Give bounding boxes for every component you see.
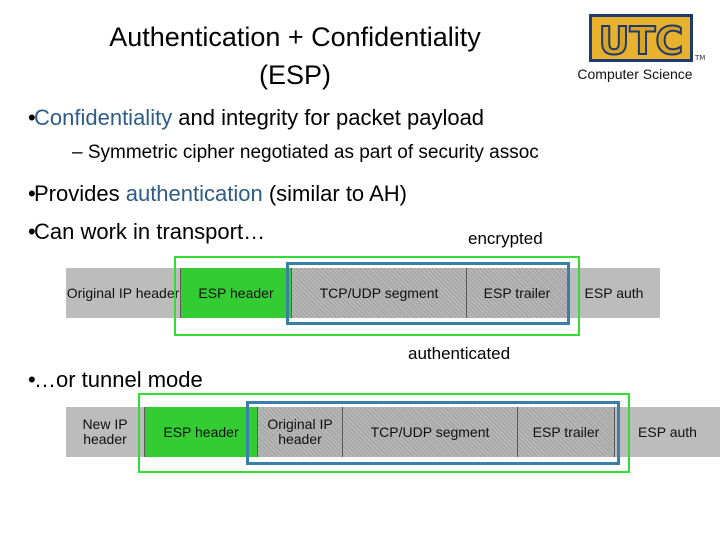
bullet-4-text: …or tunnel mode bbox=[34, 367, 203, 392]
tunnel-original-ip-header: Original IP header bbox=[258, 407, 342, 457]
transport-encrypted-box bbox=[286, 262, 570, 325]
bullet-2-before: Provides bbox=[34, 181, 126, 206]
bullet-authentication: •Provides authentication (similar to AH) bbox=[28, 181, 407, 206]
transport-original-ip-header: Original IP header bbox=[66, 268, 180, 318]
title-line-1: Authentication + Confidentiality bbox=[109, 22, 481, 52]
transport-esp-header: ESP header bbox=[181, 268, 291, 318]
field-divider bbox=[144, 407, 145, 457]
tunnel-esp-header: ESP header bbox=[145, 407, 257, 457]
field-divider bbox=[342, 407, 343, 457]
tunnel-encrypted-box bbox=[246, 401, 620, 465]
bullet-2-highlight: authentication bbox=[125, 181, 263, 206]
bullet-1-rest: and integrity for packet payload bbox=[172, 105, 485, 130]
encrypted-label: encrypted bbox=[468, 229, 543, 248]
logo-text: UTC bbox=[599, 19, 684, 63]
field-divider bbox=[466, 268, 467, 318]
utc-logo: UTC TM bbox=[585, 8, 705, 66]
bullet-2-after: (similar to AH) bbox=[262, 181, 407, 206]
title-line-2: (ESP) bbox=[258, 60, 331, 90]
tunnel-esp-trailer: ESP trailer bbox=[518, 407, 614, 457]
field-divider bbox=[517, 407, 518, 457]
tunnel-authenticated-box bbox=[138, 393, 630, 473]
transport-esp-auth: ESP auth bbox=[568, 268, 660, 318]
transport-esp-trailer: ESP trailer bbox=[467, 268, 567, 318]
tunnel-tcp-udp-segment: TCP/UDP segment bbox=[343, 407, 517, 457]
transport-tcp-udp-segment: TCP/UDP segment bbox=[292, 268, 466, 318]
transport-authenticated-box bbox=[174, 256, 580, 336]
tunnel-esp-auth: ESP auth bbox=[615, 407, 720, 457]
tunnel-packet: New IP header ESP header Original IP hea… bbox=[66, 407, 720, 457]
bullet-3-text: Can work in transport… bbox=[34, 219, 266, 244]
slide-title: Authentication + Confidentiality (ESP) bbox=[60, 18, 530, 94]
tunnel-new-ip-header: New IP header bbox=[66, 407, 144, 457]
bullet-transport: •Can work in transport… bbox=[28, 219, 266, 244]
field-divider bbox=[180, 268, 181, 318]
department-label: Computer Science bbox=[577, 66, 693, 82]
bullet-confidentiality: •Confidentiality and integrity for packe… bbox=[28, 105, 485, 130]
logo-tm: TM bbox=[694, 54, 705, 62]
bullet-1-highlight: Confidentiality bbox=[34, 105, 173, 130]
sub-bullet-symmetric-cipher: – Symmetric cipher negotiated as part of… bbox=[72, 142, 539, 163]
transport-packet: Original IP header ESP header TCP/UDP se… bbox=[66, 268, 660, 318]
field-divider bbox=[257, 407, 258, 457]
bullet-tunnel: •…or tunnel mode bbox=[28, 367, 203, 392]
field-divider bbox=[614, 407, 615, 457]
field-divider bbox=[291, 268, 292, 318]
authenticated-label: authenticated bbox=[408, 344, 511, 363]
